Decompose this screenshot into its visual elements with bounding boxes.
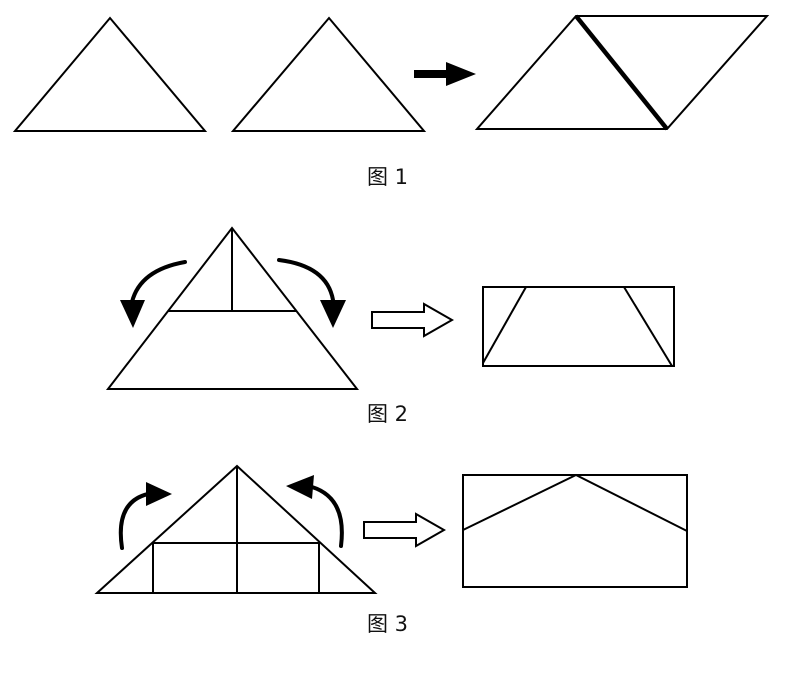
fig2-left-curved-arrow-icon [120, 260, 187, 328]
fig2-triangle [105, 226, 360, 390]
fig3-folded-rectangle [462, 474, 688, 588]
fig2-hollow-arrow-icon [371, 302, 455, 338]
fig2-folded-rectangle [482, 286, 675, 367]
fig2-left-diagonal [482, 286, 527, 364]
figure-1: 图 1 [12, 14, 770, 189]
figure-3: 图 3 [94, 464, 688, 636]
fig1-caption: 图 1 [367, 165, 408, 189]
fig2-right-diagonal [623, 286, 673, 367]
figure-2: 图 2 [105, 226, 675, 426]
fig3-left-curved-arrow-icon [118, 482, 172, 550]
fig3-inner-rectangle [152, 542, 320, 593]
fig1-parallelogram [474, 15, 770, 130]
fig1-triangle-left [12, 16, 208, 132]
fig3-peak-line [462, 473, 688, 532]
fig1-triangle-middle [230, 16, 427, 132]
fig2-caption: 图 2 [367, 402, 408, 426]
fig1-joined-edge [574, 14, 669, 131]
fig3-right-curved-arrow-icon [286, 475, 344, 548]
fig2-right-curved-arrow-icon [277, 258, 346, 328]
fig1-right-arrow-icon [414, 62, 476, 86]
fig3-caption: 图 3 [367, 612, 408, 636]
fig3-hollow-arrow-icon [363, 512, 447, 548]
